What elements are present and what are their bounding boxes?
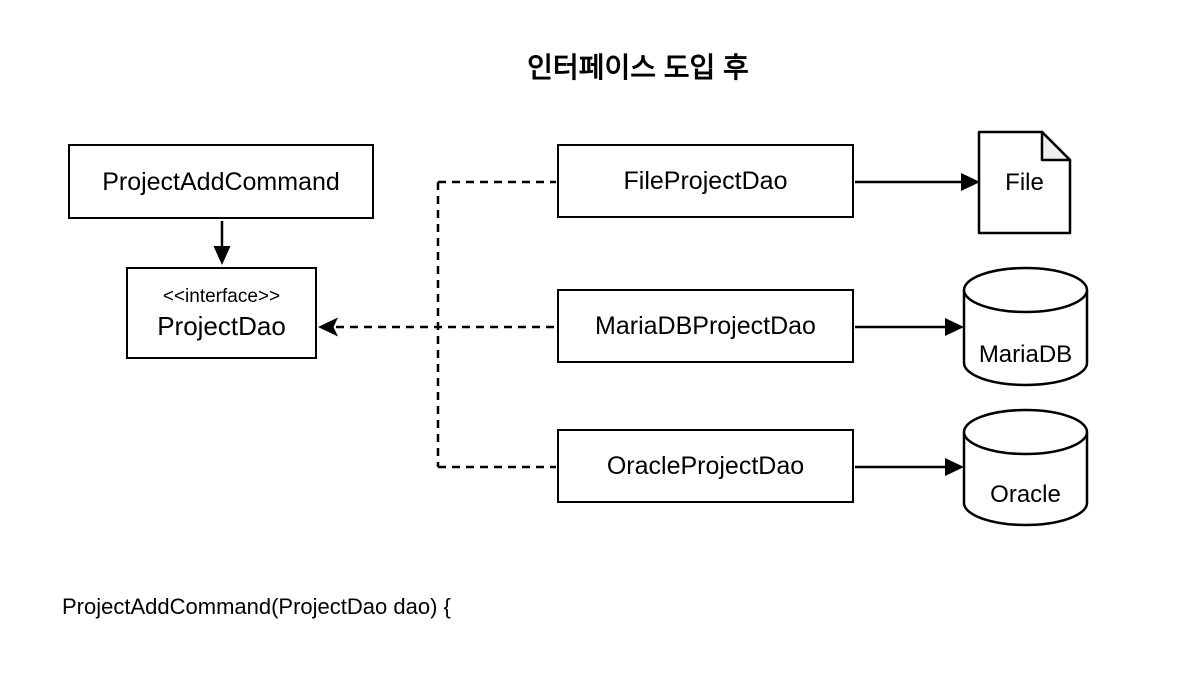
node-project-add-command: ProjectAddCommand [68, 144, 374, 219]
node-file-project-dao-label: FileProjectDao [623, 167, 788, 195]
node-mariadb-project-dao-label: MariaDBProjectDao [595, 312, 816, 340]
dashed-realization-connector [318, 180, 556, 469]
arrow-fileprojectdao-to-file [855, 173, 980, 191]
node-oracle-project-dao: OracleProjectDao [557, 429, 854, 503]
node-mariadb-project-dao: MariaDBProjectDao [557, 289, 854, 363]
database-cylinder-icon-oracle [962, 408, 1089, 527]
database-cylinder-icon-mariadb [962, 266, 1089, 387]
arrow-oracleprojectdao-to-oracle [855, 458, 964, 476]
dashed-arrowhead [318, 317, 338, 337]
node-oracle-project-dao-label: OracleProjectDao [606, 452, 805, 480]
document-icon [977, 130, 1072, 235]
arrow-mariadbprojectdao-to-mariadb [855, 318, 964, 336]
node-project-add-command-label: ProjectAddCommand [102, 167, 340, 196]
arrow-projectaddcommand-to-projectdao [213, 221, 231, 265]
node-project-dao-interface: <<interface>> ProjectDao [126, 267, 317, 359]
oracle-shape-label: Oracle [990, 481, 1061, 508]
diagram-title: 인터페이스 도입 후 [527, 52, 749, 83]
node-project-dao-label: ProjectDao [157, 311, 286, 341]
code-snippet: ProjectAddCommand(ProjectDao dao) { //..… [62, 529, 451, 674]
node-file-project-dao: FileProjectDao [557, 144, 854, 218]
file-shape-label: File [1005, 169, 1044, 196]
interface-stereotype-label: <<interface>> [162, 286, 281, 307]
mariadb-shape-label: MariaDB [978, 341, 1073, 368]
code-line-1: ProjectAddCommand(ProjectDao dao) { [62, 594, 451, 619]
